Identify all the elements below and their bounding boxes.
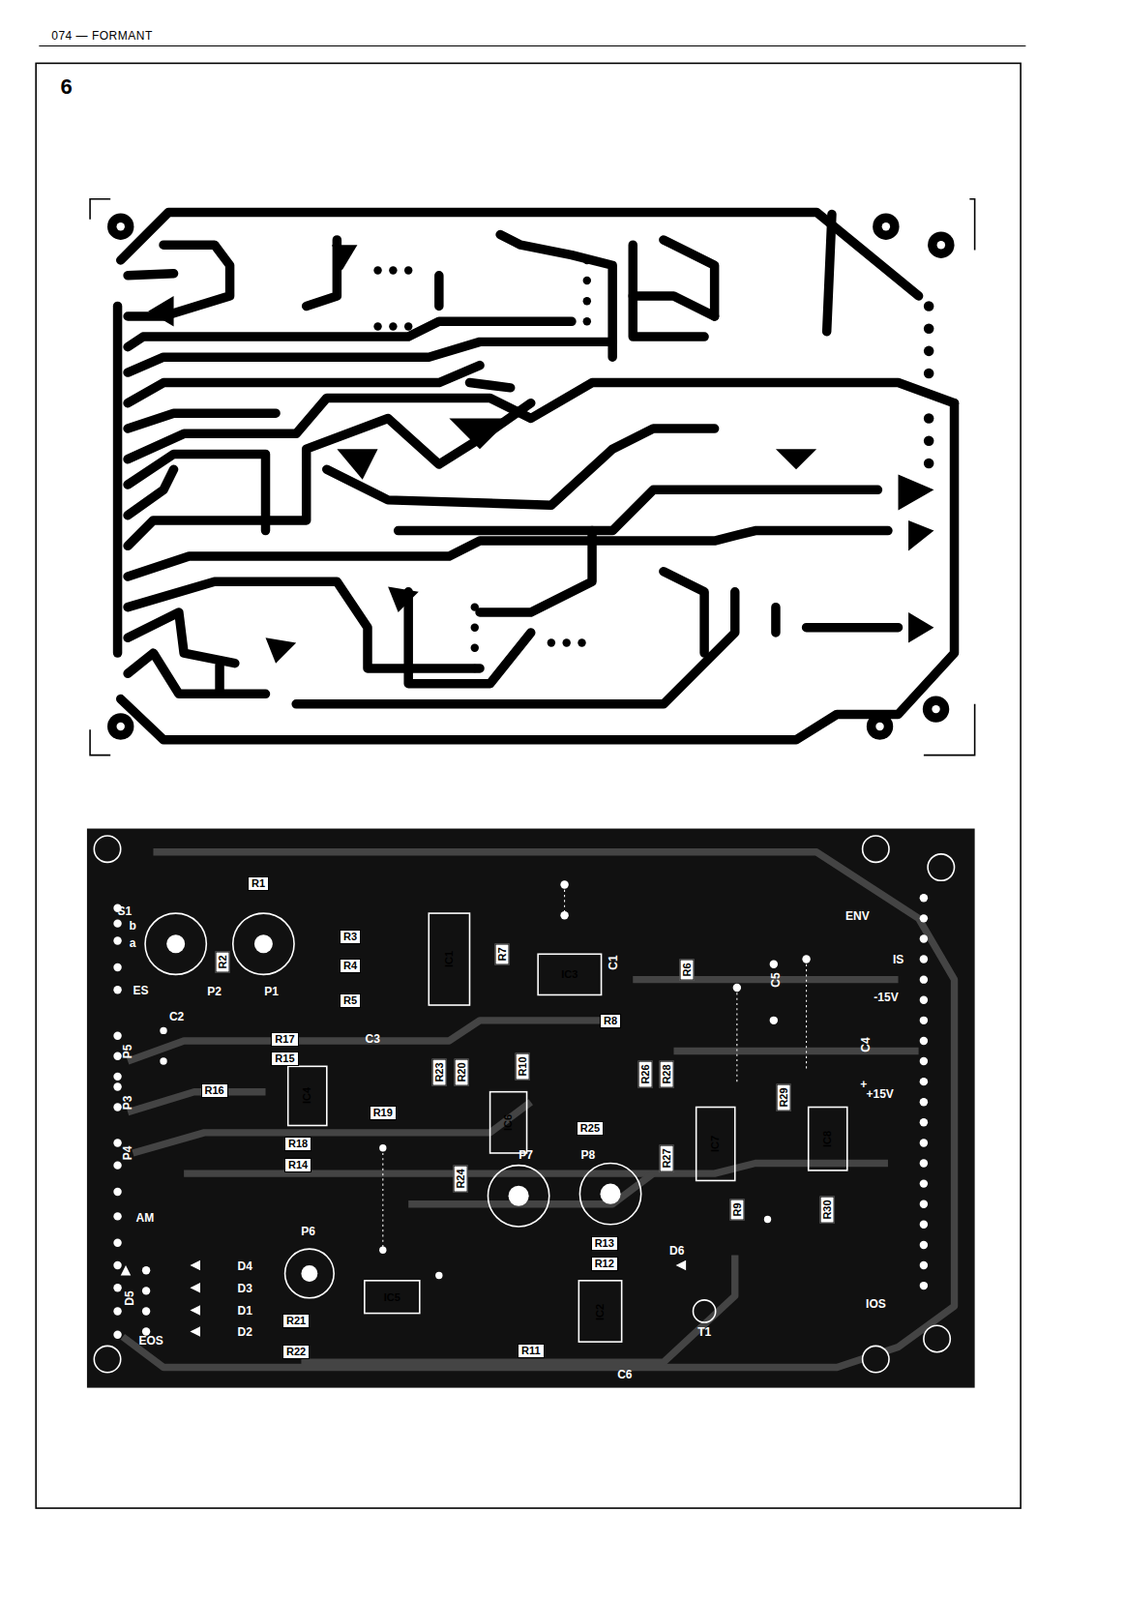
- part-label: R26: [637, 1060, 652, 1088]
- ic-label: IC2: [594, 1303, 606, 1321]
- part-label: R22: [282, 1344, 310, 1360]
- ic-label: IC8: [822, 1130, 833, 1148]
- board-label: P8: [581, 1149, 596, 1161]
- ic-label: IC6: [503, 1114, 514, 1131]
- board-label: P1: [264, 985, 279, 998]
- part-label: R3: [339, 929, 361, 945]
- part-label: R1: [247, 876, 269, 891]
- part-label: R7: [495, 944, 510, 966]
- part-label: R29: [776, 1083, 792, 1111]
- part-label: R30: [819, 1195, 834, 1223]
- part-label: R5: [339, 993, 361, 1008]
- board-label: C3: [365, 1033, 381, 1045]
- part-label: R24: [452, 1165, 468, 1193]
- board-label: P7: [518, 1149, 534, 1161]
- board-label: 6: [59, 76, 72, 98]
- part-label: R4: [339, 958, 361, 974]
- board-label: -15V: [873, 991, 898, 1004]
- board-label: D4: [237, 1260, 253, 1273]
- board-label: 074 — FORMANT: [51, 29, 153, 42]
- part-label: R18: [284, 1136, 312, 1152]
- ic-label: IC4: [301, 1087, 313, 1104]
- board-label: EOS: [139, 1334, 164, 1347]
- board-label: C4: [859, 1037, 872, 1052]
- board-label: b: [129, 919, 137, 932]
- board-label: C6: [617, 1368, 632, 1381]
- ic-label: IC5: [384, 1292, 401, 1304]
- part-label: R28: [659, 1060, 675, 1088]
- board-label: IS: [892, 953, 904, 966]
- board-label: S1: [117, 905, 132, 918]
- part-label: R9: [729, 1199, 744, 1221]
- part-label: R16: [201, 1083, 229, 1098]
- part-label: R8: [599, 1013, 622, 1029]
- part-label: R19: [369, 1105, 397, 1121]
- board-label: D2: [237, 1326, 253, 1338]
- board-label: P2: [207, 985, 222, 998]
- board-label: T1: [697, 1326, 712, 1338]
- part-label: R23: [431, 1058, 446, 1086]
- part-label: R21: [282, 1313, 310, 1329]
- ic-label: IC3: [561, 969, 578, 980]
- board-label: ENV: [845, 910, 870, 922]
- board-label: D1: [237, 1304, 253, 1317]
- part-label: R6: [680, 959, 695, 981]
- board-label: C5: [770, 972, 782, 987]
- board-label: +: [859, 1078, 867, 1091]
- part-label: R12: [591, 1256, 619, 1272]
- part-label: R25: [576, 1121, 604, 1136]
- part-label: R11: [517, 1343, 545, 1359]
- part-label: R13: [591, 1236, 619, 1251]
- ic-label: IC1: [444, 950, 455, 968]
- part-label: R10: [515, 1053, 531, 1081]
- board-label: D6: [669, 1244, 684, 1257]
- board-label: ES: [133, 984, 149, 997]
- board-label: D3: [237, 1282, 253, 1295]
- ic-label: IC7: [710, 1135, 721, 1153]
- part-label: R20: [453, 1058, 469, 1086]
- part-label: R27: [659, 1145, 675, 1173]
- board-label: P6: [300, 1225, 316, 1238]
- part-label: R15: [270, 1051, 298, 1067]
- board-label: C2: [169, 1010, 184, 1023]
- board-label: +15V: [865, 1088, 893, 1100]
- board-label: P5: [121, 1044, 134, 1060]
- board-label: P4: [121, 1146, 134, 1161]
- part-label: R2: [215, 950, 231, 973]
- part-label: R14: [284, 1157, 312, 1173]
- board-label: a: [129, 937, 137, 949]
- board-label: C1: [606, 954, 619, 970]
- part-label: R17: [270, 1032, 298, 1047]
- board-label: AM: [136, 1212, 155, 1224]
- board-label: D5: [123, 1291, 136, 1306]
- board-label: P3: [121, 1095, 134, 1110]
- board-label: IOS: [865, 1298, 887, 1310]
